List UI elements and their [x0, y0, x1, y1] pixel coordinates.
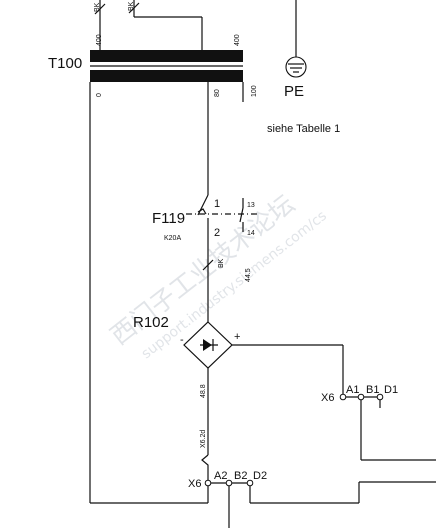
breaker-f119: 13 14 F119 K20A 1 2 [152, 194, 258, 322]
transformer-pin-bottom-right: 100 [251, 85, 258, 97]
breaker-ref: F119 [152, 210, 185, 227]
wire-mark-breaker-code: 44.5 [245, 268, 252, 282]
terminal-b1-icon [357, 393, 365, 401]
terminal-a2-icon [204, 479, 212, 487]
connector-x6-lower: X6 A2 B2 D2 [188, 470, 267, 490]
breaker-terminal-1: 1 [214, 198, 220, 210]
transformer-pin-bottom-left: 0 [96, 93, 103, 97]
breaker-terminal-2: 2 [214, 227, 220, 239]
table-reference-note: siehe Tabelle 1 [267, 123, 340, 135]
pin-b2: B2 [234, 470, 247, 482]
wire-mark-tick [128, 2, 140, 14]
pin-b1: B1 [366, 384, 379, 396]
connector-upper-ref: X6 [321, 392, 334, 404]
terminal-d1-icon [376, 393, 384, 401]
transformer-t100: T100 400 400 0 80 100 [48, 34, 258, 97]
transformer-primary-winding [90, 50, 243, 62]
aux-contact-blade [239, 207, 244, 223]
rectifier-r102: R102 + - [133, 314, 240, 369]
wire-mark-tick [202, 259, 214, 271]
terminal-b2-icon [225, 479, 233, 487]
wire-mark-breaker-bk: BK [218, 258, 225, 268]
wire-number: 48.8 [200, 384, 207, 398]
transformer-pin-bottom-mid: 80 [214, 89, 221, 97]
earth-label: PE [284, 83, 304, 100]
wire-destination: X6.2d [200, 430, 207, 448]
breaker-rating: K20A [164, 235, 181, 242]
aux-pin-top: 13 [247, 202, 255, 209]
breaker-contact-blade [197, 194, 209, 216]
terminal-a1-icon [339, 393, 347, 401]
connector-x6-upper: X6 A1 B1 D1 [321, 384, 398, 408]
rectifier-plus: + [234, 331, 240, 343]
transformer-pin-top-right: 400 [234, 34, 241, 46]
diode-icon [203, 339, 212, 351]
transformer-secondary-winding [90, 70, 243, 82]
transformer-ref: T100 [48, 55, 82, 72]
wire-mark-top-left: BK [94, 2, 101, 12]
earth-circle-icon [285, 56, 307, 78]
plug-connector-icon [201, 454, 209, 480]
transformer-pin-top-left: 400 [96, 34, 103, 46]
rectifier-ref: R102 [133, 314, 169, 331]
wire-mark-top-mid: BK [128, 1, 135, 11]
breaker-trip-mark [197, 208, 207, 215]
pin-a1: A1 [346, 384, 359, 396]
earth-symbol: PE [284, 56, 307, 100]
pin-d1: D1 [384, 384, 398, 396]
wire-mark-tick [94, 3, 106, 15]
connector-lower-ref: X6 [188, 478, 201, 490]
terminal-d2-icon [246, 479, 254, 487]
aux-pin-bottom: 14 [247, 230, 255, 237]
pin-d2: D2 [253, 470, 267, 482]
pin-a2: A2 [214, 470, 227, 482]
rectifier-minus: - [180, 334, 184, 346]
